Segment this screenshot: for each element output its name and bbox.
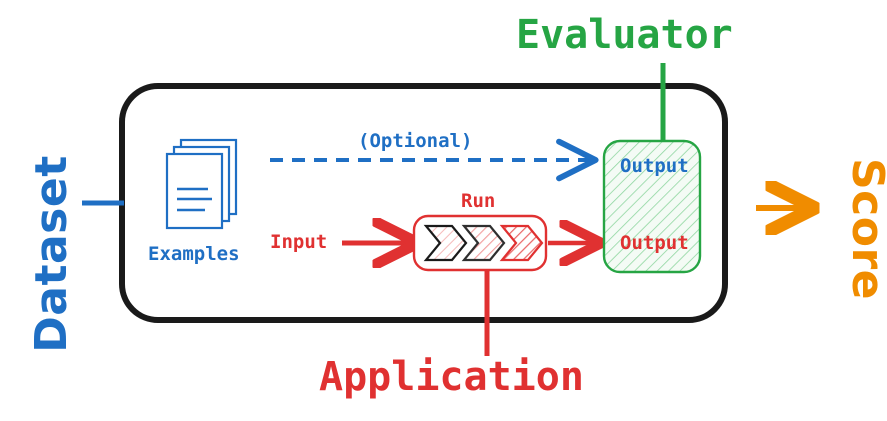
run-label: Run [461,190,496,212]
chevron-stage-1 [423,224,468,262]
chevron-stage-2 [461,224,506,262]
chevron-stage-3 [499,224,544,262]
application-label: Application [319,354,584,400]
dataset-label: Dataset [26,155,77,353]
optional-label: (Optional) [358,130,473,152]
input-label: Input [270,231,328,253]
score-label: Score [842,157,887,301]
output-actual-label: Output [620,232,689,254]
chevron-pipeline-icon [423,224,544,262]
document-stack-icon [165,138,238,230]
evaluator-label: Evaluator [516,12,733,58]
output-reference-label: Output [620,155,689,177]
output-box [602,139,702,274]
examples-label: Examples [148,243,240,265]
